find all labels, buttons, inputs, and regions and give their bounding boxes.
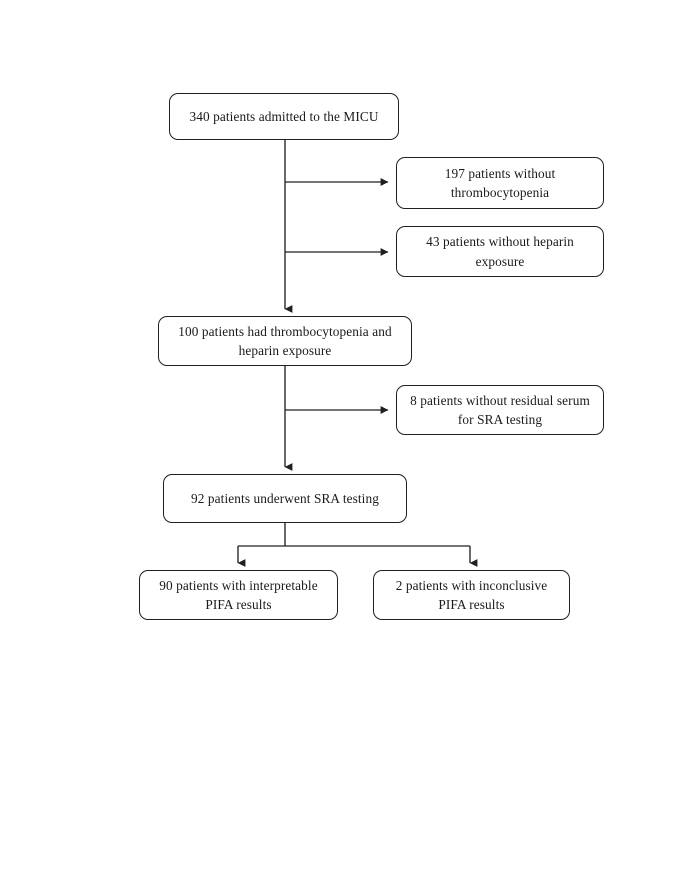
box-excluded-no-heparin-exposure-label: 43 patients without heparin exposure (426, 234, 574, 269)
box-underwent-sra-testing: 92 patients underwent SRA testing (163, 474, 407, 523)
box-admitted-micu: 340 patients admitted to the MICU (169, 93, 399, 140)
box-excluded-no-thrombocytopenia: 197 patients without thrombocytopenia (396, 157, 604, 209)
box-interpretable-pifa-results: 90 patients with interpretable PIFA resu… (139, 570, 338, 620)
box-thrombocytopenia-and-heparin: 100 patients had thrombocytopenia and he… (158, 316, 412, 366)
box-excluded-no-residual-serum: 8 patients without residual serum for SR… (396, 385, 604, 435)
box-inconclusive-pifa-results: 2 patients with inconclusive PIFA result… (373, 570, 570, 620)
box-excluded-no-residual-serum-label: 8 patients without residual serum for SR… (410, 392, 590, 427)
box-thrombocytopenia-and-heparin-label: 100 patients had thrombocytopenia and he… (178, 323, 392, 358)
box-excluded-no-thrombocytopenia-label: 197 patients without thrombocytopenia (444, 165, 556, 200)
box-excluded-no-heparin-exposure: 43 patients without heparin exposure (396, 226, 604, 277)
box-underwent-sra-testing-label: 92 patients underwent SRA testing (191, 490, 379, 506)
box-inconclusive-pifa-results-label: 2 patients with inconclusive PIFA result… (395, 577, 548, 612)
box-admitted-micu-label: 340 patients admitted to the MICU (189, 108, 379, 124)
box-interpretable-pifa-results-label: 90 patients with interpretable PIFA resu… (159, 577, 318, 612)
